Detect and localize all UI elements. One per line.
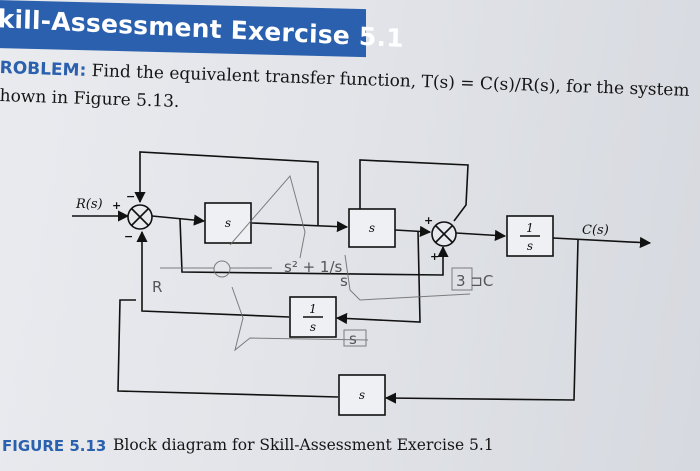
summing-junction-1 (127, 204, 153, 230)
figure-caption-label: FIGURE 5.13 (2, 437, 107, 455)
sum1-top-sign: − (126, 190, 135, 203)
inner-feedback-denominator: s (310, 320, 316, 334)
forward-block-1-label: s (225, 216, 231, 230)
inner-feedback-line-left (136, 230, 290, 318)
pencil-note-2: s (349, 330, 357, 348)
summing-junction-2 (431, 221, 457, 247)
pencil-annotations (160, 174, 473, 352)
pencil-box-2 (451, 267, 473, 291)
sum1-left-sign: + (112, 199, 121, 212)
pencil-note-3: s (340, 272, 348, 290)
forward-block-2 (348, 208, 396, 248)
output-line (552, 236, 652, 249)
forward-block-2-label: s (369, 221, 375, 235)
outer-feedback-block (338, 374, 386, 416)
forward-block-3-numerator: 1 (526, 221, 534, 235)
pencil-note-1: s² + 1/s (284, 258, 343, 276)
block2-to-sum2-line (394, 225, 432, 238)
block1-to-block2-line (251, 220, 349, 233)
figure-caption-text: Block diagram for Skill-Assessment Exerc… (113, 436, 494, 454)
top-feedback-line (134, 151, 319, 225)
forward-block-3-denominator: s (527, 239, 533, 253)
outer-feedback-line-left (117, 299, 339, 398)
sum1-bottom-sign: − (124, 230, 133, 243)
pencil-circle (213, 260, 231, 278)
sum2-bottom-sign: + (430, 250, 439, 263)
input-label: R(s) (75, 197, 103, 212)
sum2-left-sign: + (424, 214, 433, 227)
sum1-to-block1-line (151, 214, 206, 226)
inner-feedback-numerator: 1 (309, 302, 317, 316)
pencil-note-4: 3 ⊐C (456, 272, 493, 290)
sum2-to-block3-line (455, 229, 507, 241)
pencil-box-1 (343, 329, 367, 347)
output-label: C(s) (582, 223, 609, 238)
outer-feedback-line-right (384, 239, 579, 404)
inner-feedback-line-right (335, 230, 421, 325)
forward-block-1 (204, 202, 252, 244)
feedforward-line (179, 218, 449, 276)
pencil-note-5: R (152, 278, 162, 296)
bypass-line (359, 159, 469, 222)
pencil-stroke-1 (229, 174, 306, 259)
pencil-stroke-5 (344, 254, 471, 301)
pencil-stroke-4 (231, 286, 369, 352)
outer-feedback-block-label: s (359, 388, 365, 402)
